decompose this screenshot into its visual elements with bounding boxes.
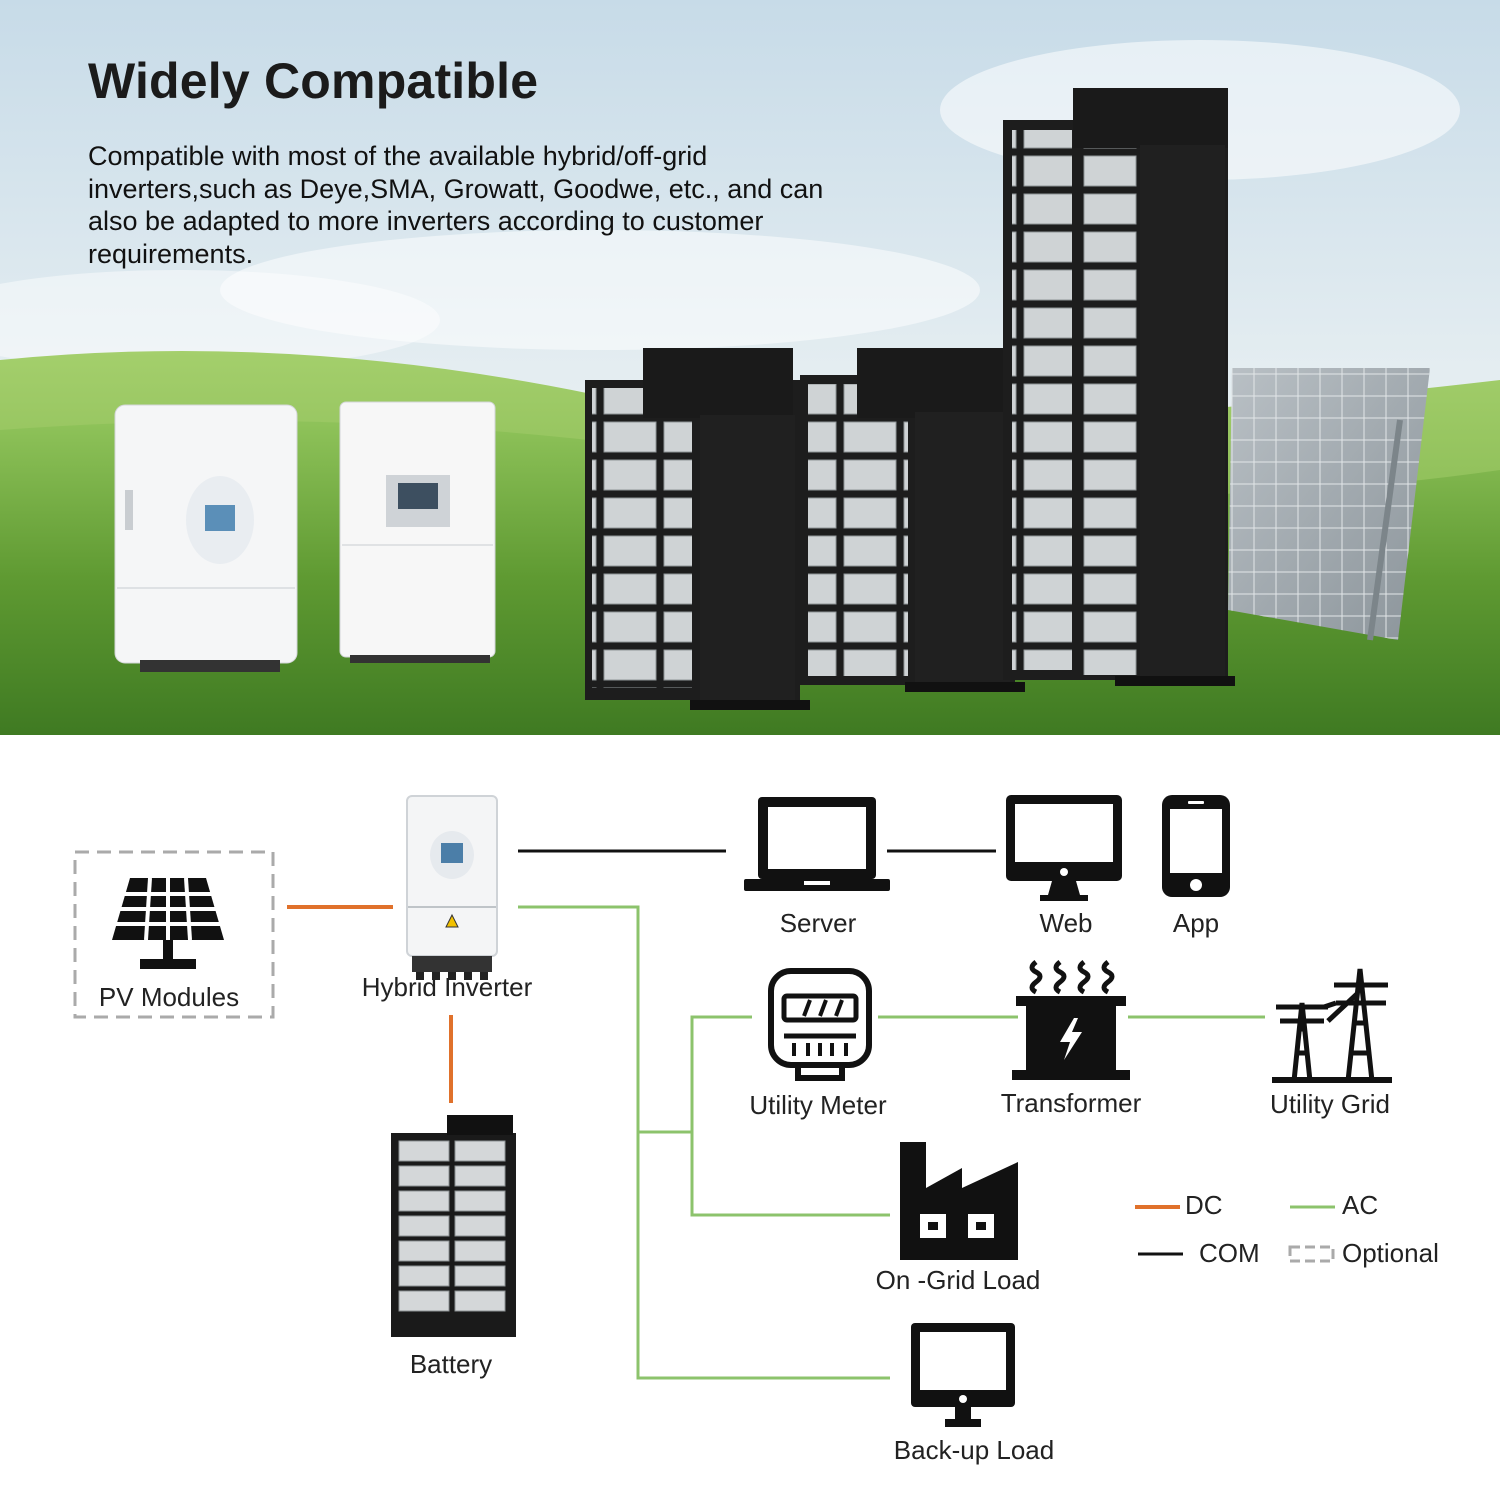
server-label: Server — [779, 908, 857, 938]
pv-modules-label: PV Modules — [98, 982, 240, 1012]
inverter-photo-2 — [339, 401, 496, 663]
monitor-icon — [1006, 795, 1122, 901]
system-diagram: PV Modules Hybrid Inverter — [0, 735, 1500, 1500]
utility-meter-icon — [768, 968, 872, 1081]
laptop-icon — [744, 797, 890, 891]
solar-panel-photo — [1228, 368, 1430, 641]
inverter-photo-1 — [114, 404, 298, 672]
connection-lines — [73, 849, 1335, 1380]
battery-rack-photo-1 — [585, 348, 810, 710]
legend-com-label: COM — [1199, 1238, 1260, 1268]
utility-meter-label: Utility Meter — [749, 1090, 887, 1120]
power-pylon-icon — [1272, 968, 1392, 1083]
hero-description: Compatible with most of the available hy… — [88, 141, 824, 269]
battery-rack-icon — [391, 1115, 516, 1337]
backup-load-label: Back-up Load — [893, 1435, 1055, 1465]
battery-label: Battery — [409, 1349, 493, 1379]
hero-scene-image — [0, 0, 1500, 735]
optional-box-pv — [73, 850, 275, 1019]
legend-ac-label: AC — [1342, 1190, 1379, 1220]
legend-dc-label: DC — [1185, 1190, 1223, 1220]
ac-line-inverter-trunk — [518, 905, 890, 1380]
on-grid-load-label: On -Grid Load — [875, 1265, 1041, 1295]
battery-rack-photo-3 — [1003, 88, 1235, 686]
transformer-label: Transformer — [1000, 1088, 1142, 1118]
factory-icon — [900, 1142, 1018, 1260]
backup-monitor-icon — [911, 1323, 1015, 1427]
utility-grid-label: Utility Grid — [1270, 1089, 1390, 1119]
legend-optional-label: Optional — [1342, 1238, 1439, 1268]
web-label: Web — [1039, 908, 1093, 938]
hero-title: Widely Compatible — [88, 53, 539, 109]
solar-panel-icon — [112, 878, 224, 969]
hybrid-inverter-icon — [406, 795, 498, 980]
transformer-icon — [1012, 960, 1130, 1080]
app-label: App — [1172, 908, 1220, 938]
smartphone-icon — [1162, 795, 1230, 897]
ac-line-meter-ongrid — [690, 1015, 890, 1217]
battery-rack-photo-2 — [800, 348, 1025, 692]
legend-optional-swatch — [1288, 1245, 1335, 1263]
hero-banner: Widely Compatible Compatible with most o… — [0, 0, 1500, 735]
hybrid-inverter-label: Hybrid Inverter — [361, 972, 533, 1002]
